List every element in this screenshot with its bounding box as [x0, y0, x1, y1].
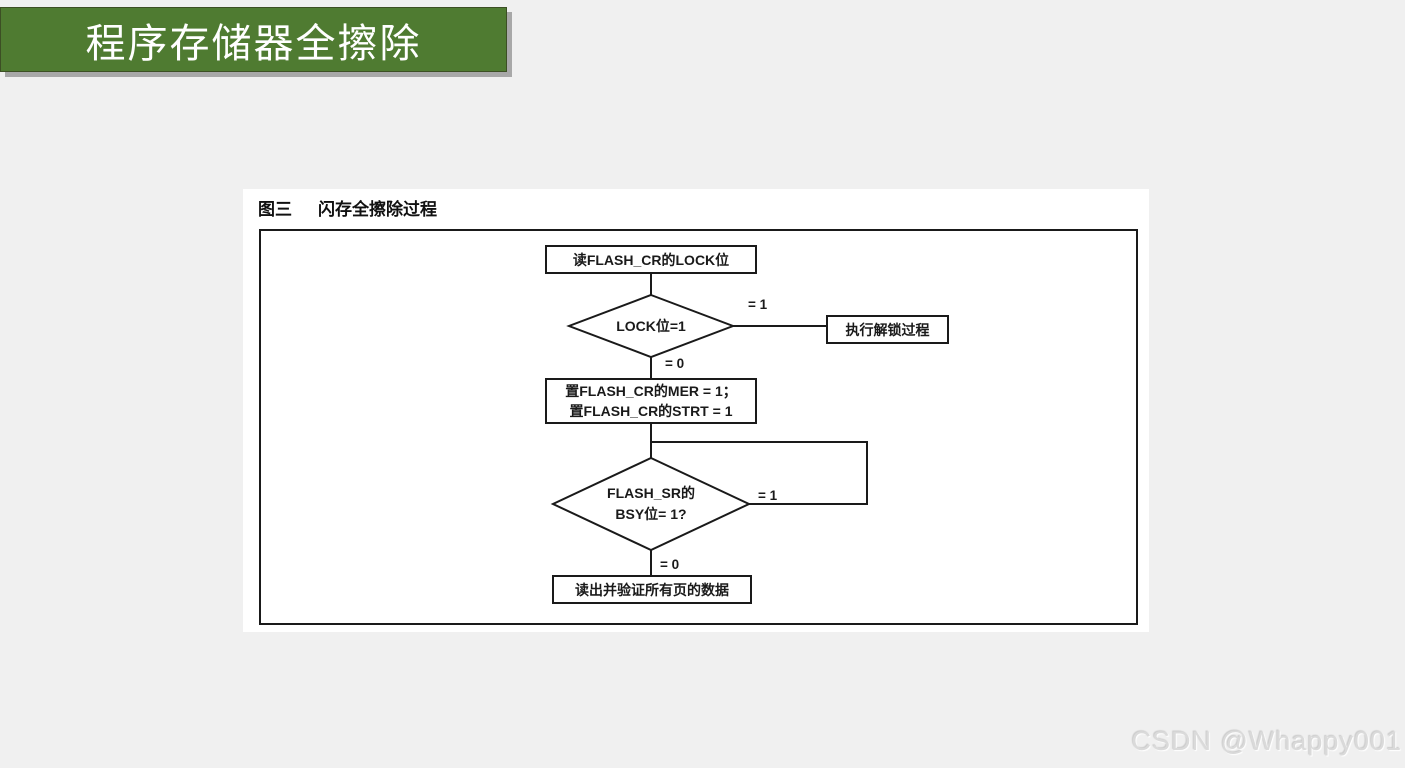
flowchart-connectors [550, 274, 868, 575]
process-box-read-lock: 读FLASH_CR的LOCK位 [545, 245, 757, 274]
figure-caption: 图三 闪存全擦除过程 [258, 195, 437, 220]
slide-title-banner: 程序存储器全擦除 [0, 7, 507, 72]
edge-label-lock-eq0: = 0 [665, 356, 685, 371]
process-box-set-line1: 置FLASH_CR的MER = 1； [565, 383, 737, 399]
process-box-verify: 读出并验证所有页的数据 [552, 575, 752, 604]
slide-title: 程序存储器全擦除 [85, 21, 422, 66]
figure-panel: 图三闪存全擦除过程 读FLASH_CR的 [243, 189, 1149, 632]
process-box-set-line2: 置FLASH_CR的STRT = 1 [569, 403, 733, 419]
process-box-verify-text: 读出并验证所有页的数据 [575, 581, 729, 598]
process-box-set-registers: 置FLASH_CR的MER = 1； 置FLASH_CR的STRT = 1 [545, 378, 757, 424]
process-box-unlock: 执行解锁过程 [826, 315, 949, 344]
decision-diamond-lock [566, 293, 736, 359]
connector-bsy-loopback [652, 441, 868, 505]
process-box-unlock-text: 执行解锁过程 [845, 321, 930, 338]
process-box-read-lock-text: 读FLASH_CR的LOCK位 [572, 251, 730, 268]
figure-number-label: 图三 [258, 200, 292, 219]
csdn-watermark: CSDN @Whappy001 [1131, 726, 1402, 756]
flowchart-frame: 读FLASH_CR的LOCK位 LOCK位=1 执行解锁过程 置FLASH_CR… [259, 229, 1138, 625]
figure-title: 闪存全擦除过程 [318, 200, 437, 219]
edge-label-bsy-eq0: = 0 [660, 557, 680, 572]
decision-diamond-bsy [550, 456, 752, 552]
edge-label-lock-eq1: = 1 [748, 297, 768, 312]
edge-label-bsy-eq1: = 1 [758, 488, 778, 503]
